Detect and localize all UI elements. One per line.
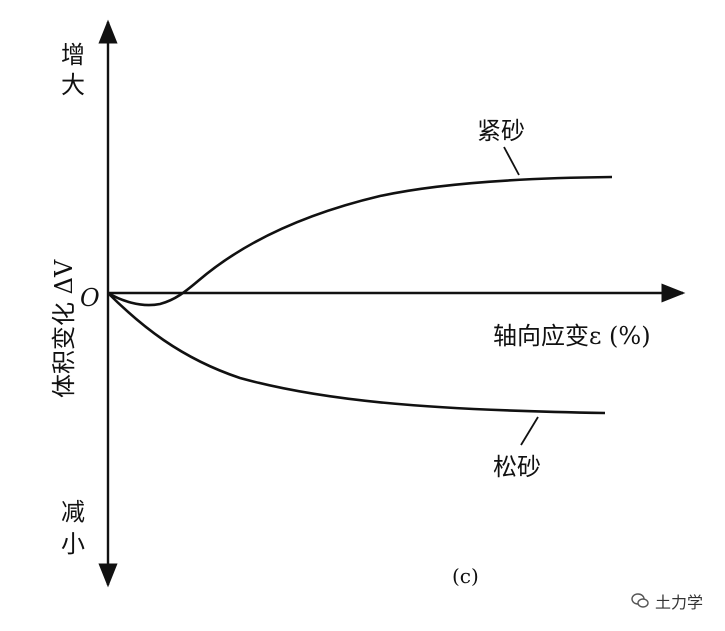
loose-sand-curve xyxy=(107,292,606,415)
loose-sand-label: 松砂 xyxy=(493,453,541,481)
y-bottom-label-2: 小 xyxy=(61,530,85,558)
panel-label: (c) xyxy=(452,564,479,588)
y-top-label-2: 大 xyxy=(61,71,85,99)
y-bottom-label-1: 减 xyxy=(61,498,85,526)
origin-label: O xyxy=(80,284,100,312)
loose-sand-leader xyxy=(520,416,539,446)
y-top-label-1: 增 xyxy=(61,41,85,69)
dense-sand-label: 紧砂 xyxy=(477,117,525,145)
watermark: 土力学 xyxy=(631,589,703,613)
chat-bubble-icon xyxy=(631,592,649,610)
watermark-text: 土力学 xyxy=(654,593,703,612)
y-axis-title: 体积变化 ΔV xyxy=(50,259,78,398)
dense-sand-curve xyxy=(107,175,613,307)
dense-sand-leader xyxy=(503,146,520,176)
x-axis-title: 轴向应变ε (%) xyxy=(493,322,651,350)
